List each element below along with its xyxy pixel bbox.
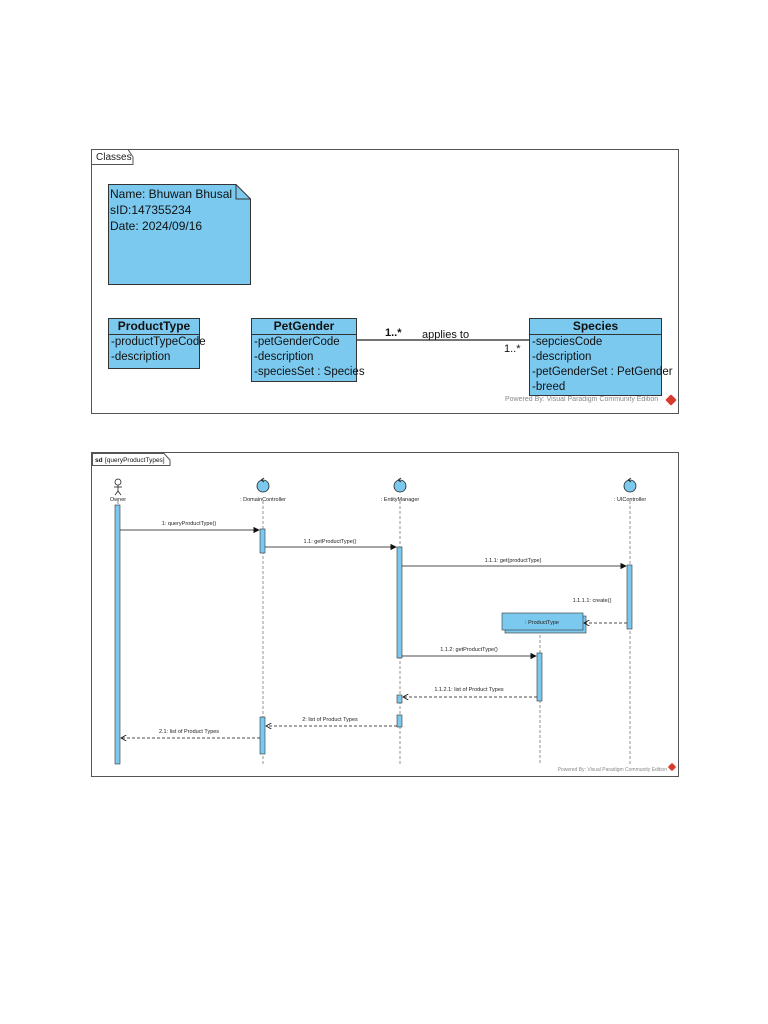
domain-controller-control-icon — [256, 477, 270, 493]
class-petgender: PetGender -petGenderCode -description -s… — [251, 318, 365, 382]
sequence-svg: sd [queryProductTypes] Owner : DomainCon… — [92, 453, 668, 773]
note-sid: sID:147355234 — [110, 203, 192, 217]
owner-actor-icon — [114, 478, 122, 496]
sd-frame-tab — [92, 453, 171, 466]
entity-manager-activation — [396, 546, 403, 659]
ui-controller-control-icon — [623, 477, 637, 493]
class-frame-label: Classes — [96, 152, 132, 163]
message-label: 1: queryProductType() — [162, 521, 217, 527]
class-attribute: -breed — [532, 381, 566, 393]
message-label: 1.1.1: get(productType) — [485, 558, 542, 564]
note-date: Date: 2024/09/16 — [110, 219, 203, 233]
vp-logo-icon — [665, 394, 677, 406]
class-attribute: -description — [111, 351, 171, 363]
sd-frame-name: [queryProductTypes] — [105, 457, 165, 464]
class-attribute: -speciesSet : Species — [254, 366, 365, 378]
ui-controller-activation — [626, 564, 633, 630]
class-species-name: Species — [530, 319, 661, 335]
domain-controller-activation — [259, 528, 266, 554]
lifeline-label-owner: Owner — [110, 497, 126, 503]
class-attribute: -description — [254, 351, 314, 363]
entity-manager-activation — [396, 694, 403, 704]
class-producttype-name: ProductType — [109, 319, 199, 335]
message-label: 1.1.2.1: list of Product Types — [434, 687, 504, 693]
product-type-object — [501, 612, 584, 631]
note: Name: Bhuwan Bhusal sID:147355234 Date: … — [108, 184, 251, 285]
class-species: Species -sepciesCode -description -petGe… — [529, 318, 673, 396]
class-frame-tab — [91, 149, 134, 165]
message-label: 1.1.2: getProductType() — [440, 647, 498, 653]
entity-manager-activation — [396, 714, 403, 728]
lifeline-label-ui-controller: : UIController — [614, 497, 647, 503]
product-type-activation — [536, 652, 543, 702]
sequence-diagram-panel: sd [queryProductTypes] Owner : DomainCon… — [91, 452, 679, 777]
class-attribute: -petGenderSet : PetGender — [532, 366, 673, 378]
entity-manager-control-icon — [393, 477, 407, 493]
message-label: 1.1: getProductType() — [304, 539, 357, 545]
note-name: Name: Bhuwan Bhusal — [110, 187, 233, 201]
class-producttype: ProductType -productTypeCode -descriptio… — [108, 318, 206, 369]
note-shape — [108, 184, 251, 285]
class-attribute: -petGenderCode — [254, 336, 340, 348]
domain-controller-activation — [259, 716, 266, 755]
lifeline-label-domain-controller: : DomainController — [240, 497, 286, 503]
powered-by-text: Powered By: Visual Paradigm Community Ed… — [505, 396, 659, 403]
message-label: 2.1: list of Product Types — [159, 729, 219, 735]
owner-activation — [114, 504, 121, 765]
association-left-multiplicity: 1..* — [385, 327, 402, 339]
class-diagram-panel: Classes Name: Bhuwan Bhusal sID:14735523… — [91, 149, 679, 414]
class-attribute: -description — [532, 351, 592, 363]
class-attribute: -productTypeCode — [111, 336, 206, 348]
message-label: 2: list of Product Types — [302, 717, 358, 723]
lifeline-label-entity-manager: : EntityManager — [381, 497, 420, 503]
product-type-object-label: : ProductType — [525, 620, 559, 626]
sd-frame-keyword: sd — [95, 457, 103, 464]
association-label: applies to — [422, 329, 470, 341]
message-label: 1.1.1.1: create() — [573, 598, 612, 604]
sd-powered-by-text: Powered By: Visual Paradigm Community Ed… — [558, 767, 668, 773]
class-petgender-name: PetGender — [252, 319, 356, 335]
class-attribute: -sepciesCode — [532, 336, 603, 348]
association-right-multiplicity: 1..* — [504, 343, 521, 355]
